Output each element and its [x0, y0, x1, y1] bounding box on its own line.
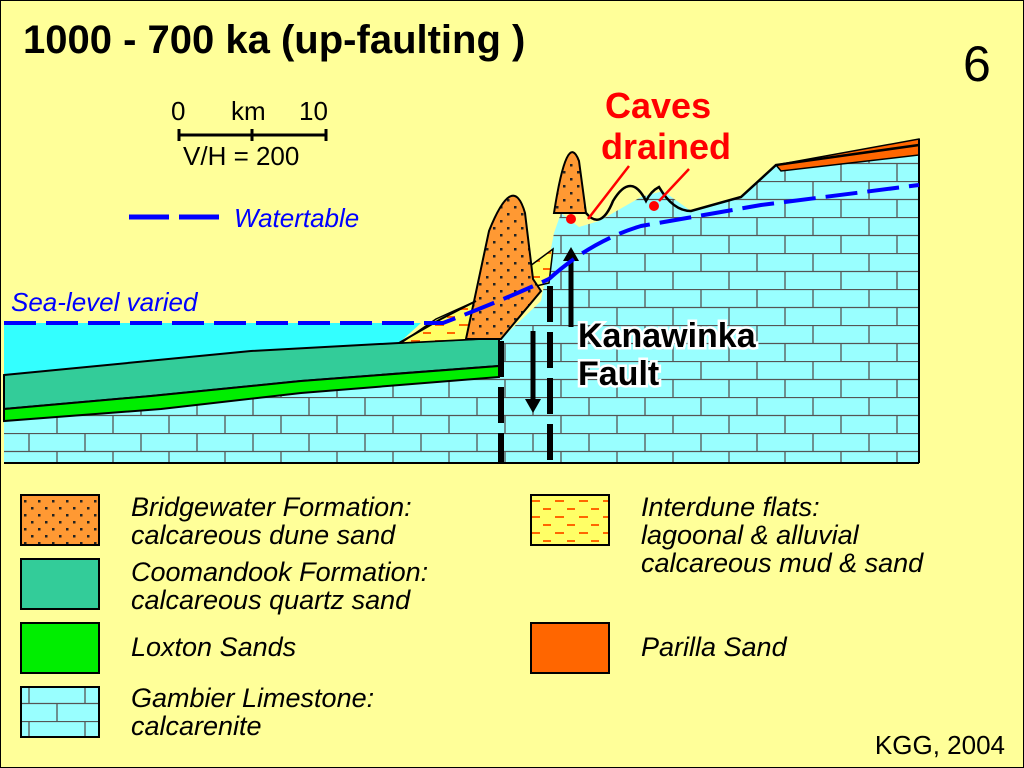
legend-bridgewater-line1: Bridgewater Formation:: [131, 492, 412, 522]
watertable-line: [547, 183, 920, 281]
legend-swatch-bridgewater: [20, 494, 100, 546]
legend-swatch-loxton: [20, 622, 100, 674]
legend-interdune-line1: Interdune flats:: [641, 492, 820, 522]
sea-level-line: [4, 277, 550, 325]
watertable-label: Watertable: [234, 203, 359, 233]
cross-section: [3, 138, 920, 463]
scale-zero: 0: [171, 96, 185, 126]
scale-unit: km: [231, 96, 266, 126]
legend-interdune-line2: lagoonal & alluvial: [641, 520, 860, 550]
legend-bridgewater-line2: calcareous dune sand: [131, 520, 396, 550]
credit-label: KGG, 2004: [875, 730, 1005, 760]
land-surface: [585, 143, 920, 221]
fault-up-arrow: [563, 247, 579, 327]
cave-marker-2: [649, 201, 659, 211]
caves-label-line2: drained: [601, 126, 731, 167]
sea-water: [4, 323, 421, 375]
legend: Bridgewater Formation: calcareous dune s…: [20, 492, 924, 741]
diagram-title: 1000 - 700 ka (up-faulting ): [23, 18, 525, 62]
bridgewater-dune-1: [464, 194, 543, 340]
legend-coomandook-line1: Coomandook Formation:: [131, 557, 428, 587]
cave-pointer-1: [587, 165, 630, 220]
legend-gambier-line1: Gambier Limestone:: [131, 683, 374, 713]
legend-swatch-interdune: [530, 494, 610, 546]
legend-gambier-line2: calcarenite: [131, 711, 262, 741]
scale-max: 10: [299, 96, 328, 126]
legend-interdune-line3: calcareous mud & sand: [641, 548, 924, 578]
legend-loxton-line1: Loxton Sands: [131, 632, 296, 662]
caves-label-line1: Caves: [605, 85, 711, 126]
scale-bar: 0 km 10 V/H = 200: [171, 96, 328, 171]
legend-swatch-gambier: [20, 686, 100, 738]
fault-label-line2: Fault: [578, 355, 659, 393]
legend-coomandook-line2: calcareous quartz sand: [131, 585, 411, 615]
coastal-slope: [398, 300, 477, 344]
legend-parilla-line1: Parilla Sand: [641, 632, 788, 662]
fault-label-line1: Kanawinka: [578, 317, 757, 355]
bridgewater-dune-2: [552, 151, 588, 214]
legend-swatch-coomandook: [20, 558, 100, 610]
scale-ratio: V/H = 200: [183, 141, 299, 171]
sea-level-label: Sea-level varied: [11, 287, 199, 317]
cave-marker-1: [566, 214, 576, 224]
legend-swatch-parilla: [530, 622, 610, 674]
fault-down-arrow: [525, 331, 541, 413]
panel-number: 6: [963, 36, 991, 92]
cave-pointer-2: [658, 168, 690, 202]
